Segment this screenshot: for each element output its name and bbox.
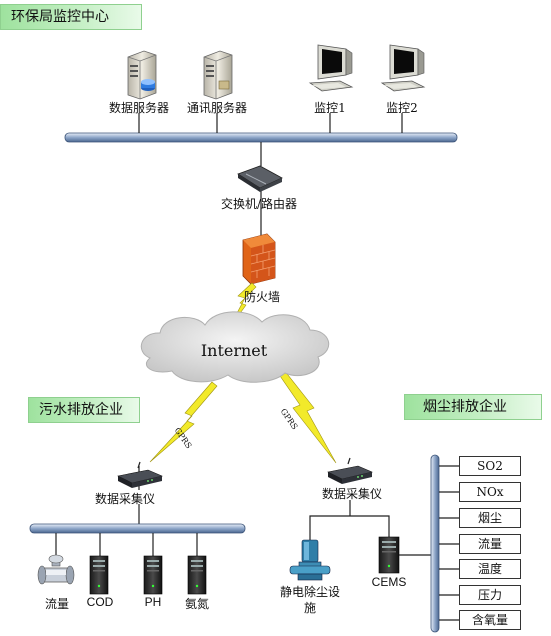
comm-server-icon xyxy=(203,50,233,100)
ph-label: PH xyxy=(144,595,162,609)
param-box: 烟尘 xyxy=(459,508,521,528)
ph-tower-icon xyxy=(143,555,163,595)
center-network-bus xyxy=(64,132,458,143)
internet-cloud xyxy=(140,311,330,383)
flow-label: 流量 xyxy=(44,597,70,611)
monitor2-label: 监控2 xyxy=(386,101,418,115)
cems-tower-icon xyxy=(378,536,400,574)
center-zone-title: 环保局监控中心 xyxy=(0,4,142,30)
cod-label: COD xyxy=(86,595,114,609)
cems-label: CEMS xyxy=(371,575,407,589)
monitor1-label: 监控1 xyxy=(314,101,346,115)
monitor1-icon xyxy=(308,44,354,92)
dust-vertical-bus xyxy=(430,454,440,633)
param-box: SO2 xyxy=(459,456,521,476)
esp-pump-icon xyxy=(289,539,331,581)
comm-server-label: 通讯服务器 xyxy=(186,101,248,115)
internet-label: Internet xyxy=(200,341,268,360)
bolt-internet-wastewater xyxy=(149,381,218,463)
switch-router-label: 交换机/路由器 xyxy=(220,197,298,211)
monitor2-icon xyxy=(380,44,426,92)
param-box: 温度 xyxy=(459,559,521,579)
wastewater-bus xyxy=(29,523,246,534)
dust-zone-title: 烟尘排放企业 xyxy=(404,394,542,420)
data-server-label: 数据服务器 xyxy=(108,101,170,115)
param-box: 含氧量 xyxy=(459,610,521,630)
param-box: 压力 xyxy=(459,585,521,605)
dust-collector-icon xyxy=(327,457,373,484)
ammonia-tower-icon xyxy=(187,555,207,595)
flow-meter-icon xyxy=(37,554,75,585)
data-server-icon xyxy=(127,50,157,100)
param-box: 流量 xyxy=(459,534,521,554)
bolt-internet-dust xyxy=(277,369,337,464)
dust-collector-label: 数据采集仪 xyxy=(321,487,383,501)
wastewater-zone-title: 污水排放企业 xyxy=(28,397,140,423)
esp-label: 静电除尘设施 xyxy=(280,585,341,615)
wastewater-collector-label: 数据采集仪 xyxy=(94,492,156,506)
ammonia-label: 氨氮 xyxy=(184,597,210,611)
cod-tower-icon xyxy=(89,555,109,595)
wastewater-collector-icon xyxy=(117,461,163,488)
firewall-label: 防火墙 xyxy=(244,290,281,304)
switch-router-icon xyxy=(237,165,283,192)
firewall-icon xyxy=(242,233,276,285)
param-box: NOx xyxy=(459,482,521,502)
